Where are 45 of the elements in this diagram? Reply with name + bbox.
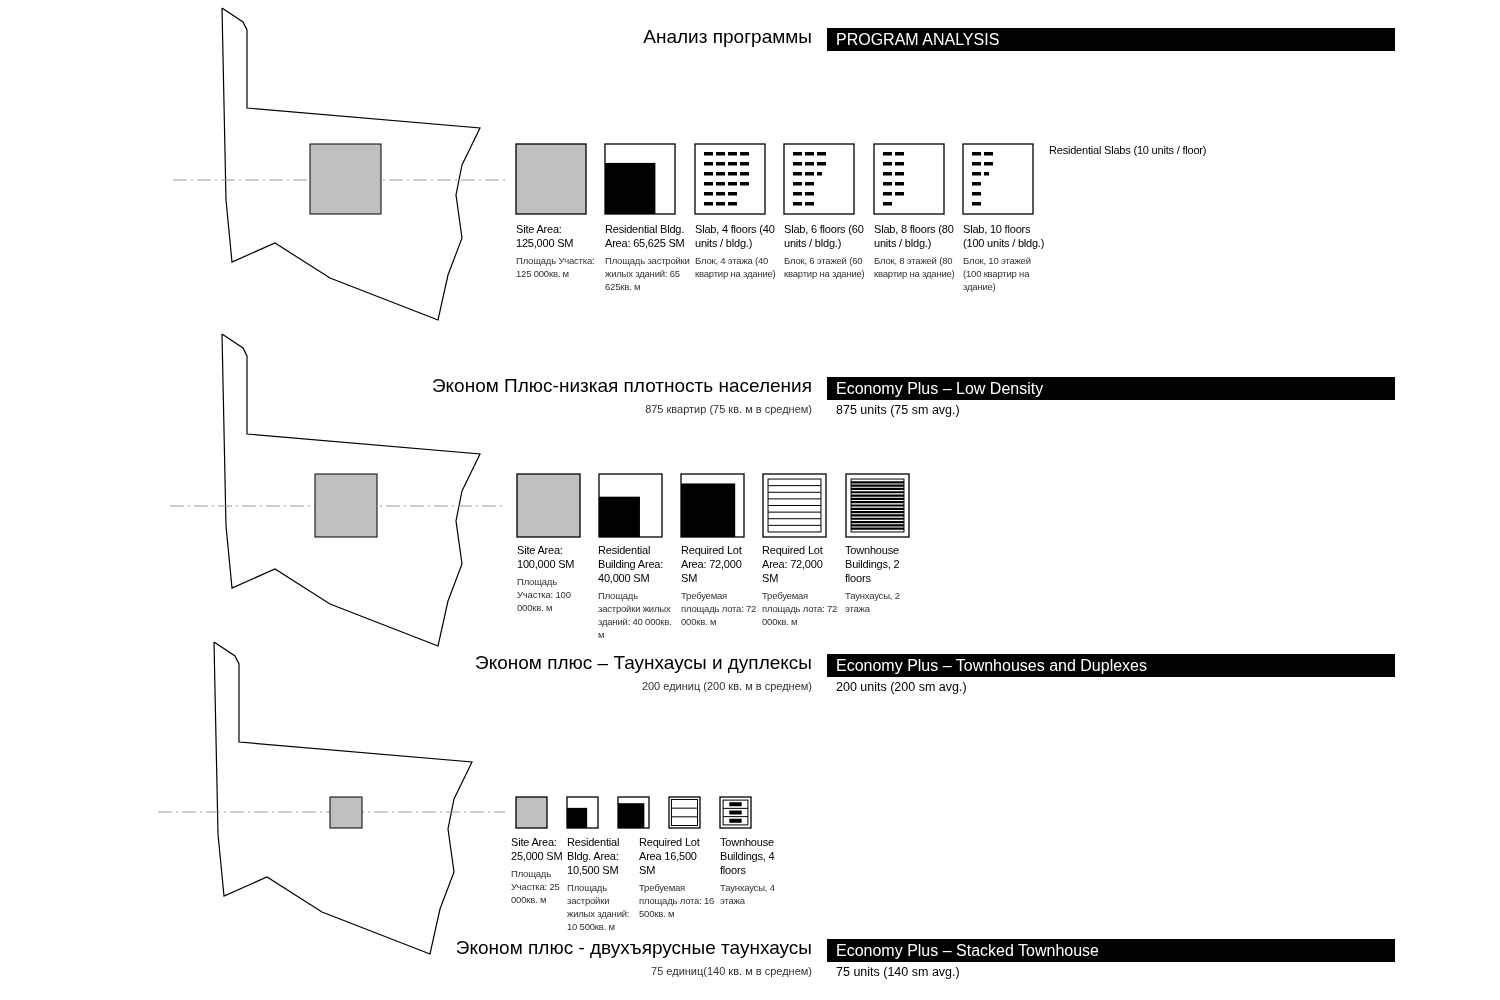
- section-heading: Анализ программы: [643, 26, 812, 48]
- icon-note: Таунхаусы, 4 этажа: [720, 881, 776, 907]
- heading-banner: Economy Plus – Stacked Townhouse: [827, 939, 1395, 962]
- icon-caption: Slab, 6 floors (60 units / bldg.): [784, 222, 865, 250]
- section-subtitle: 875 квартир (75 кв. м в среднем): [645, 403, 812, 415]
- icon-note: Блок, 10 этажей (100 квартир на здание): [963, 254, 1032, 293]
- icon-caption: Required Lot Area: 72,000 SM: [681, 543, 743, 585]
- icon-note: Требуемая площадь лота: 72 000кв. м: [762, 589, 839, 628]
- section-subtitle: 200 единиц (200 кв. м в среднем): [641, 680, 812, 692]
- icon-caption: Townhouse Buildings, 2 floors: [845, 543, 901, 585]
- icon-note: Площадь застройки жилых зданий: 40 000кв. м: [598, 589, 673, 641]
- heading-banner: Economy Plus – Low Density: [827, 377, 1395, 400]
- icon-caption: Slab, 8 floors (80 units / bldg.): [874, 222, 955, 250]
- heading-banner: Economy Plus – Townhouses and Duplexes: [827, 654, 1395, 677]
- icon-caption: Slab, 10 floors (100 units / bldg.): [963, 222, 1046, 250]
- icon-note: Блок, 6 этажей (60 квартир на здание): [784, 254, 866, 280]
- icon-note: Площадь застройки жилых зданий: 65 625кв. м: [605, 254, 691, 293]
- section-subtitle: 75 единиц(140 кв. м в среднем): [651, 965, 812, 977]
- icon-note: Требуемая площадь лота: 72 000кв. м: [681, 589, 758, 628]
- section-heading: Эконом Плюс-низкая плотность населения: [431, 375, 812, 397]
- icon-caption: Site Area: 100,000 SM: [517, 543, 576, 571]
- icon-note: Блок, 8 этажей (80 квартир на здание): [874, 254, 956, 280]
- icon-note: Площадь Участка: 25 000кв. м: [511, 867, 561, 906]
- icon-caption: Residential Bldg. Area: 10,500 SM: [567, 835, 621, 877]
- icon-caption: Site Area: 25,000 SM: [511, 835, 564, 863]
- icon-caption: Site Area: 125,000 SM: [516, 222, 575, 250]
- icon-caption: Residential Bldg. Area: 65,625 SM: [605, 222, 686, 250]
- icon-note: Площадь застройки жилых зданий: 10 500кв. м: [567, 881, 631, 933]
- icon-note: Площадь Участка: 125 000кв. м: [516, 254, 596, 280]
- note-text: Residential Slabs (10 units / floor): [1049, 143, 1207, 157]
- icon-caption: Required Lot Area: 72,000 SM: [762, 543, 824, 585]
- section-heading: Эконом плюс – Таунхаусы и дуплексы: [475, 652, 812, 674]
- icon-note: Блок, 4 этажа (40 квартир на здание): [695, 254, 777, 280]
- icon-note: Площадь Участка: 100 000кв. м: [517, 575, 572, 614]
- section-heading: Эконом плюс - двухъярусные таунхаусы: [455, 937, 812, 959]
- icon-caption: Slab, 4 floors (40 units / bldg.): [695, 222, 776, 250]
- section-subtitle: 200 units (200 sm avg.): [836, 680, 967, 694]
- heading-banner: PROGRAM ANALYSIS: [827, 28, 1395, 51]
- icon-caption: Required Lot Area 16,500 SM: [639, 835, 701, 877]
- icon-caption: Residential Building Area: 40,000 SM: [598, 543, 665, 585]
- icon-note: Требуемая площадь лота: 16 500кв. м: [639, 881, 715, 920]
- icon-caption: Townhouse Buildings, 4 floors: [720, 835, 776, 877]
- section-subtitle: 875 units (75 sm avg.): [836, 403, 960, 417]
- section-subtitle: 75 units (140 sm avg.): [836, 965, 960, 979]
- icon-note: Таунхаусы, 2 этажа: [845, 589, 901, 615]
